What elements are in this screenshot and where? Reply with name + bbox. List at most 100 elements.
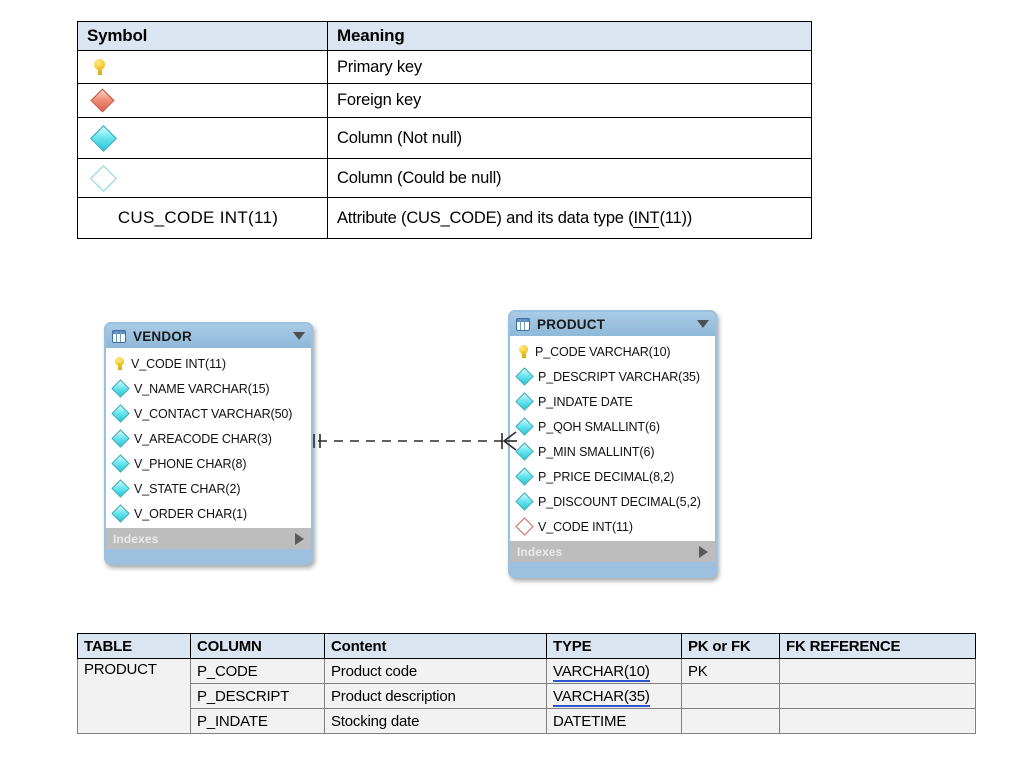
attribute-row[interactable]: P_INDATE DATE [510,389,715,414]
spec-cell-fk-reference [779,658,976,684]
attribute-label: P_QOH SMALLINT(6) [538,419,660,434]
attribute-label: P_CODE VARCHAR(10) [535,344,671,359]
attribute-row[interactable]: P_QOH SMALLINT(6) [510,414,715,439]
spec-type-value: DATETIME [553,712,627,730]
legend-meaning-foreign-key: Foreign key [327,83,812,118]
symbol-legend-table: Symbol Meaning Primary key Foreign key C… [77,21,812,239]
legend-header-row: Symbol Meaning [77,21,812,51]
entity-vendor[interactable]: VENDOR V_CODE INT(11) V_NAME VARCHAR(15)… [104,322,313,565]
legend-row-primary-key: Primary key [77,50,812,84]
spec-cell-content: Stocking date [324,708,547,734]
table-row: P_DESCRIPT Product description VARCHAR(3… [78,683,976,709]
attribute-label: P_INDATE DATE [538,394,633,409]
entity-vendor-indexes-bar[interactable]: Indexes [106,528,311,549]
spec-cell-content: Product code [324,658,547,684]
indexes-label: Indexes [113,531,159,546]
entity-product-header[interactable]: PRODUCT [510,312,715,336]
legend-row-attribute: CUS_CODE INT(11) Attribute (CUS_CODE) an… [77,197,812,239]
attribute-label: P_PRICE DECIMAL(8,2) [538,469,675,484]
attribute-row[interactable]: V_CODE INT(11) [510,514,715,539]
entity-product-title: PRODUCT [537,316,606,332]
spec-header-row: TABLE COLUMN Content TYPE PK or FK FK RE… [77,633,976,659]
filled-cyan-diamond-icon [515,492,534,511]
legend-row-not-null: Column (Not null) [77,117,812,159]
chevron-right-icon[interactable] [699,545,708,558]
relationship-connector-vendor-product[interactable] [310,425,518,457]
legend-symbol-attribute-example: CUS_CODE INT(11) [77,197,328,239]
filled-cyan-diamond-icon [515,467,534,486]
spec-cell-pk-or-fk: PK [681,658,780,684]
legend-meaning-primary-key: Primary key [327,50,812,84]
attribute-label: P_MIN SMALLINT(6) [538,444,655,459]
attribute-row[interactable]: V_NAME VARCHAR(15) [106,376,311,401]
spec-cell-fk-reference [779,683,976,709]
spec-header-pk-or-fk: PK or FK [681,633,780,659]
entity-product[interactable]: PRODUCT P_CODE VARCHAR(10) P_DESCRIPT VA… [508,310,717,578]
attribute-label: V_AREACODE CHAR(3) [134,431,272,446]
attribute-label: V_PHONE CHAR(8) [134,456,247,471]
attribute-label: V_CODE INT(11) [131,356,226,371]
filled-cyan-diamond-icon [515,442,534,461]
attribute-label: V_ORDER CHAR(1) [134,506,248,521]
spec-cell-type: VARCHAR(35) [546,683,682,709]
attribute-row[interactable]: P_PRICE DECIMAL(8,2) [510,464,715,489]
attribute-row[interactable]: V_STATE CHAR(2) [106,476,311,501]
legend-meaning-not-null: Column (Not null) [327,117,812,159]
spec-cell-pk-or-fk [681,683,780,709]
legend-meaning-attribute: Attribute (CUS_CODE) and its data type (… [327,197,812,239]
filled-cyan-diamond-icon [111,454,130,473]
spec-type-value: VARCHAR(10) [553,662,650,682]
spec-header-column: COLUMN [190,633,325,659]
attribute-label: V_NAME VARCHAR(15) [134,381,270,396]
spec-cell-fk-reference [779,708,976,734]
entity-vendor-title: VENDOR [133,328,192,344]
attribute-label: V_STATE CHAR(2) [134,481,241,496]
attribute-row[interactable]: V_ORDER CHAR(1) [106,501,311,526]
spec-header-fk-reference: FK REFERENCE [779,633,976,659]
key-icon [94,59,105,76]
chevron-down-icon[interactable] [697,320,709,328]
attribute-row[interactable]: V_AREACODE CHAR(3) [106,426,311,451]
filled-cyan-diamond-icon [111,429,130,448]
attribute-row[interactable]: V_CODE INT(11) [106,351,311,376]
legend-meaning-nullable: Column (Could be null) [327,158,812,198]
product-column-spec-table: TABLE COLUMN Content TYPE PK or FK FK RE… [77,633,976,734]
spec-cell-content: Product description [324,683,547,709]
table-row: P_INDATE Stocking date DATETIME [78,708,976,734]
table-icon [112,329,126,343]
indexes-label: Indexes [517,544,563,559]
entity-vendor-footer [106,549,311,563]
legend-header-symbol: Symbol [77,21,328,51]
spec-header-table: TABLE [77,633,191,659]
attribute-label: P_DISCOUNT DECIMAL(5,2) [538,494,701,509]
chevron-right-icon[interactable] [295,532,304,545]
filled-cyan-diamond-icon [515,367,534,386]
attribute-row[interactable]: P_DESCRIPT VARCHAR(35) [510,364,715,389]
spec-cell-type: DATETIME [546,708,682,734]
spec-cell-table-name: PRODUCT [77,658,191,734]
chevron-down-icon[interactable] [293,332,305,340]
table-row: PRODUCT P_CODE Product code VARCHAR(10) … [77,658,976,734]
entity-vendor-attributes: V_CODE INT(11) V_NAME VARCHAR(15) V_CONT… [106,348,311,528]
attribute-row[interactable]: P_MIN SMALLINT(6) [510,439,715,464]
attribute-label: V_CODE INT(11) [538,519,633,534]
legend-meaning-attribute-underlined: INT [633,208,660,228]
spec-cell-column: P_CODE [190,658,325,684]
attribute-row[interactable]: P_CODE VARCHAR(10) [510,339,715,364]
entity-product-footer [510,562,715,576]
legend-symbol-cell [77,83,328,118]
hollow-red-diamond-icon [515,517,534,536]
attribute-row[interactable]: V_PHONE CHAR(8) [106,451,311,476]
entity-vendor-header[interactable]: VENDOR [106,324,311,348]
attribute-row[interactable]: V_CONTACT VARCHAR(50) [106,401,311,426]
spec-type-value: VARCHAR(35) [553,687,650,707]
attribute-label: P_DESCRIPT VARCHAR(35) [538,369,700,384]
entity-product-indexes-bar[interactable]: Indexes [510,541,715,562]
attribute-row[interactable]: P_DISCOUNT DECIMAL(5,2) [510,489,715,514]
key-icon [115,356,124,371]
legend-meaning-attribute-post: (11)) [659,208,693,227]
filled-cyan-diamond-icon [111,479,130,498]
filled-cyan-diamond-icon [111,379,130,398]
legend-row-foreign-key: Foreign key [77,83,812,118]
spec-cell-column: P_INDATE [190,708,325,734]
